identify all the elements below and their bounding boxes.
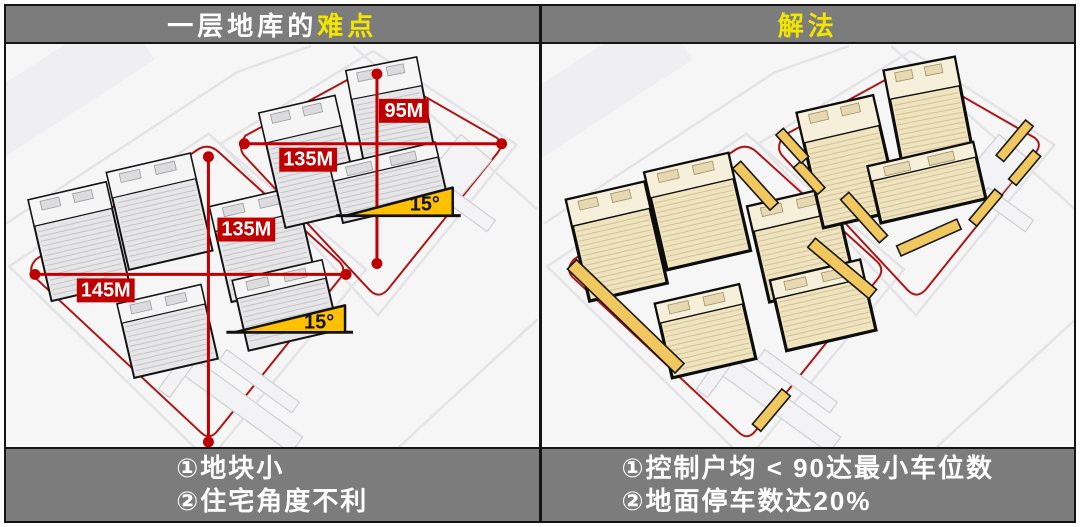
residential-tower: [865, 140, 988, 225]
residential-tower: [27, 180, 131, 303]
low-rise-building: [218, 348, 301, 414]
residential-tower: [563, 180, 669, 303]
surface-parking-strip: [731, 160, 779, 212]
residential-tower: [642, 151, 752, 272]
surface-parking-strip: [791, 159, 826, 196]
panel-solution: 解法: [541, 6, 1074, 521]
problem-caption-line-2: ②住宅角度不利: [176, 486, 369, 516]
surface-parking-strip: [565, 258, 685, 375]
residential-tower: [652, 282, 758, 380]
low-rise-building: [755, 348, 838, 414]
site-b-width-label: 135M: [283, 149, 333, 171]
comparison-panels: 一层地库的难点: [4, 4, 1076, 523]
solution-title: 解法: [777, 10, 838, 41]
angle-wedge-site-b: 15°: [336, 186, 461, 218]
dimension-lines: [29, 68, 508, 447]
surface-parking-strip: [1007, 148, 1042, 187]
surface-parking-strip: [967, 187, 1004, 228]
solution-header: 解法: [541, 6, 1074, 44]
surface-parking-strip: [839, 191, 889, 244]
problem-caption-line-1: ①地块小: [176, 453, 285, 483]
problem-header: 一层地库的难点: [6, 6, 539, 44]
problem-site-plan: 15° 15° 145M 135M 135M: [6, 44, 539, 447]
angle-wedge-site-a: 15°: [226, 304, 354, 334]
problem-site-plan-illustration: 15° 15° 145M 135M 135M: [6, 44, 539, 447]
problem-title-prefix: 一层地库的: [167, 10, 318, 41]
residential-tower: [105, 152, 214, 272]
problem-title-highlight: 难点: [317, 10, 378, 41]
solution-caption-line-2: ②地面停车数达20%: [621, 486, 872, 516]
site-c-boundary: [567, 145, 882, 438]
surface-parking-strip: [994, 118, 1034, 163]
site-a-width-label: 145M: [81, 279, 131, 301]
site-a-height-label: 135M: [221, 219, 271, 241]
solution-caption-line-1: ①控制户均 < 90达最小车位数: [621, 453, 995, 483]
solution-site-plan-illustration: [541, 44, 1074, 447]
panel-problem: 一层地库的难点: [6, 6, 539, 521]
angle-label-site-a: 15°: [304, 311, 334, 333]
surface-parking-strip: [895, 218, 962, 257]
surface-parking-strip: [774, 127, 810, 165]
problem-caption: ①地块小 ②住宅角度不利: [6, 447, 539, 521]
surface-parking-strip: [806, 237, 878, 300]
solution-site-plan: [541, 44, 1074, 447]
angle-label-site-b: 15°: [410, 194, 440, 216]
site-b-height-label: 95M: [384, 100, 423, 122]
surface-parking-strips: [565, 118, 1042, 433]
panel-divider: [538, 6, 542, 521]
residential-tower: [116, 283, 220, 380]
dimension-endpoints: [29, 68, 508, 447]
solution-caption: ①控制户均 < 90达最小车位数 ②地面停车数达20%: [541, 447, 1074, 521]
solution-buildings: [563, 55, 1034, 447]
dimension-labels: 145M 135M 135M 95M: [76, 98, 429, 303]
surface-parking-strip: [750, 387, 791, 433]
